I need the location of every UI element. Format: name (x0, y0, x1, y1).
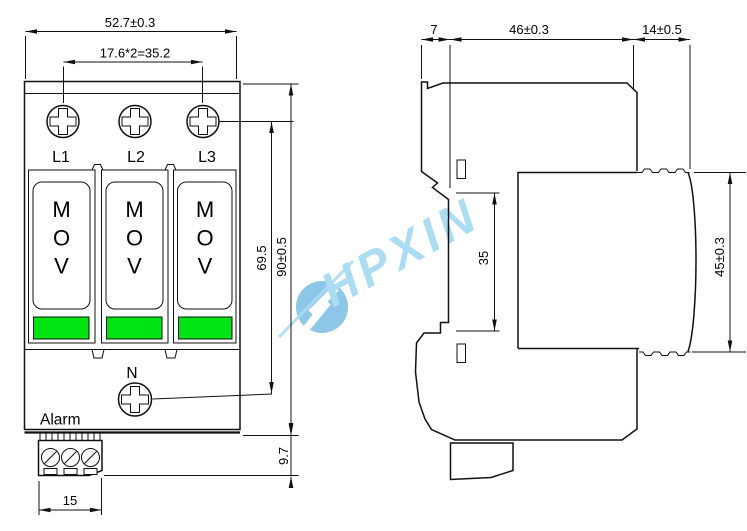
dim-module-depth: 14±0.5 (642, 22, 682, 37)
dim-screw-height: 69.5 (254, 245, 269, 270)
alarm-label: Alarm (40, 412, 80, 429)
dim-overall-height: 90±0.5 (274, 237, 289, 277)
terminal-block (37, 433, 103, 477)
svg-text:O: O (53, 226, 70, 251)
side-body-outline (414, 81, 638, 441)
svg-text:V: V (127, 254, 142, 279)
status-indicator (33, 316, 90, 340)
screw-l2 (118, 104, 152, 139)
dim-clip-depth: 7 (430, 22, 437, 37)
neutral-label: N (126, 365, 137, 382)
watermark: HPXIN (277, 188, 489, 339)
status-indicator (106, 316, 163, 340)
terminal-label-l1: L1 (52, 149, 70, 166)
terminal-label-l2: L2 (127, 149, 145, 166)
side-module-block (517, 168, 697, 356)
dim-overall-width: 52.7±0.3 (105, 15, 156, 30)
svg-text:O: O (196, 226, 213, 251)
svg-text:M: M (196, 197, 214, 222)
front-view: M O V M O V M O V (23, 15, 299, 515)
dim-terminal-width: 15 (63, 493, 77, 508)
screw-n (117, 382, 153, 417)
side-dimensions: 7 46±0.3 14±0.5 35 45±0.3 (421, 22, 746, 353)
svg-text:M: M (125, 197, 143, 222)
watermark-text: HPXIN (313, 188, 489, 318)
side-terminal-block (449, 442, 514, 481)
dim-terminal-height: 9.7 (276, 447, 291, 465)
dim-rail-height: 35 (476, 251, 491, 265)
mov-module-3: M O V (173, 169, 237, 344)
svg-text:V: V (198, 254, 213, 279)
dim-module-height: 45±0.3 (712, 237, 727, 277)
mov-module-2: M O V (101, 169, 169, 344)
screw-l1 (46, 104, 80, 139)
dim-body-depth: 46±0.3 (509, 22, 549, 37)
terminal-label-l3: L3 (198, 149, 216, 166)
screw-l3 (186, 104, 220, 139)
svg-text:O: O (126, 226, 143, 251)
front-dimensions: 52.7±0.3 17.6*2=35.2 69.5 90±0.5 9.7 15 (25, 15, 299, 515)
side-view: 7 46±0.3 14±0.5 35 45±0.3 (414, 22, 746, 481)
svg-text:V: V (54, 254, 69, 279)
status-indicator (178, 316, 233, 340)
mov-module-1: M O V (28, 169, 96, 344)
mov-label: M (52, 197, 70, 222)
dim-module-pitch: 17.6*2=35.2 (100, 46, 170, 61)
